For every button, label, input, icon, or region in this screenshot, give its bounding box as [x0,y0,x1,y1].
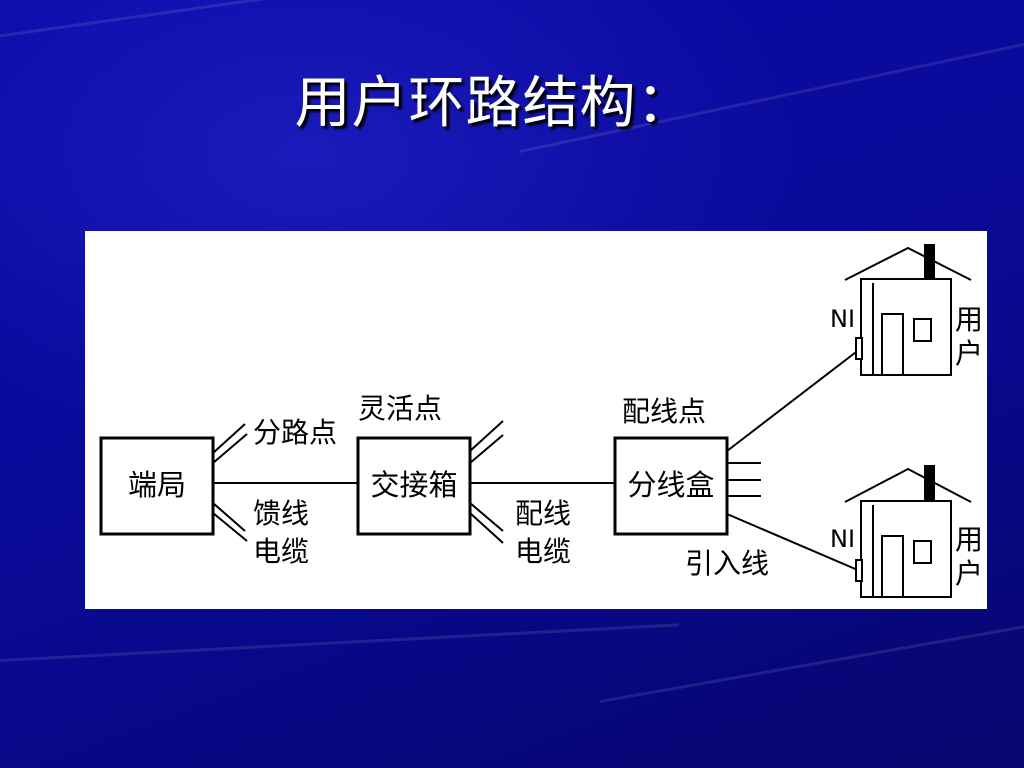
drop-wire-line-top [726,348,861,452]
drop-wire-label: 引入线 [685,547,769,580]
distribution-box-label: 分线盒 [627,468,714,502]
user-label-top-2: 户 [955,337,983,370]
distribution-point-label: 配线点 [622,395,706,428]
split-branch-line [212,512,248,542]
drop-wire-line-bottom [726,513,861,572]
ni-label-top: NI [830,305,855,333]
split-point-label: 分路点 [253,416,337,449]
flex-branch-line [469,512,504,544]
feeder-cable-label-2: 电缆 [253,535,309,568]
slide-title: 用户环路结构： [0,58,1024,139]
flex-branch-line [469,420,504,452]
background-streak [0,623,680,663]
user-label-bottom-1: 用 [955,523,983,556]
distribution-box [613,436,729,536]
flex-branch-line [469,502,504,532]
user-label-bottom-2: 户 [955,557,983,590]
split-branch-line [212,433,248,464]
user-loop-diagram: 端局 交接箱 分线盒 分路点 馈线 电缆 灵活点 配线 电缆 配线点 引入线 N… [99,244,983,598]
central-office-box [99,436,215,536]
cross-box-label: 交接箱 [370,468,457,502]
distribution-cable-label-1: 配线 [515,497,571,530]
split-branch-line [212,502,246,532]
cross-box [356,436,472,536]
diagram-panel: 端局 交接箱 分线盒 分路点 馈线 电缆 灵活点 配线 电缆 配线点 引入线 N… [85,231,987,609]
distribution-cable-label-2: 电缆 [515,535,571,568]
house-icon [844,244,972,376]
slide-title-text: 用户环路结构： [294,71,694,136]
user-label-top-1: 用 [955,303,983,336]
background-streak [0,0,476,43]
central-office-label: 端局 [128,468,186,502]
house-icon [844,465,972,598]
flex-point-label: 灵活点 [358,392,442,425]
feeder-cable-label-1: 馈线 [253,497,309,530]
ni-label-bottom: NI [830,525,855,553]
flex-branch-line [469,434,504,464]
split-branch-line [212,423,246,454]
